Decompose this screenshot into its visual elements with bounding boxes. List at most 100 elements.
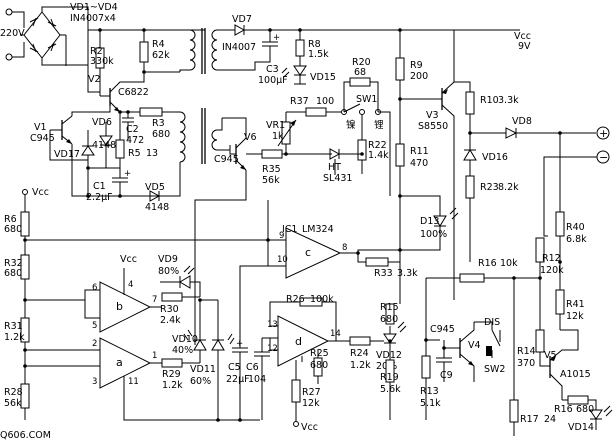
transistor-v2[interactable]: V2 C6822: [88, 72, 149, 113]
resistor-r5[interactable]: R5 13: [88, 112, 158, 169]
capacitor-c3[interactable]: + C3 100μF: [225, 30, 288, 86]
resistor-r20[interactable]: R20 68: [343, 57, 379, 112]
resistor-r12[interactable]: R12 120k: [535, 236, 564, 300]
svg-text:VR1: VR1: [266, 120, 285, 131]
led-d13[interactable]: D13 100%: [400, 195, 459, 251]
opamp-c[interactable]: c 9 10 8 IC1 LM324: [277, 224, 347, 279]
diode-vd5[interactable]: VD5 4148: [145, 182, 169, 213]
svg-text:472: 472: [126, 135, 144, 146]
opamp-b[interactable]: b 6 5 7 4: [92, 280, 157, 333]
resistor-r37[interactable]: R37 100: [286, 96, 342, 117]
capacitor-c5[interactable]: + C5 22μF: [226, 330, 250, 420]
svg-text:VD16: VD16: [482, 152, 508, 163]
resistor-r35[interactable]: R35 56k: [246, 149, 332, 186]
led-vd11[interactable]: VD11 60%: [190, 300, 235, 420]
capacitor-c6[interactable]: C6 104: [246, 338, 270, 420]
diode-vd6[interactable]: VD6 4148: [92, 117, 116, 168]
switch-sw1[interactable]: SW1 镍 锂: [341, 94, 391, 196]
svg-text:1: 1: [152, 351, 157, 361]
svg-text:C3: C3: [266, 64, 279, 75]
resistor-r9[interactable]: R9 200: [395, 57, 428, 82]
svg-text:R9: R9: [410, 60, 423, 71]
resistor-r26[interactable]: R26 100k: [286, 294, 334, 307]
resistor-r19[interactable]: R19 5.6k: [380, 359, 401, 420]
resistor-r40[interactable]: R40 6.8k: [555, 211, 587, 245]
resistor-r16[interactable]: R16 10k: [426, 258, 540, 283]
zener-vd17[interactable]: VD17: [54, 130, 95, 196]
opamp-a[interactable]: a 2 3 1 11: [92, 337, 157, 389]
resistor-r8[interactable]: R8 1.5k: [295, 30, 329, 66]
capacitor-c1[interactable]: + C1 2.2μF: [86, 168, 131, 203]
svg-text:R15: R15: [380, 302, 399, 313]
opamp-d[interactable]: d 13 12 14: [267, 315, 341, 367]
svg-text:HT: HT: [328, 162, 341, 173]
svg-text:100%: 100%: [420, 229, 447, 240]
output-terminal-negative[interactable]: −: [596, 150, 610, 164]
resistor-r6[interactable]: R6 680: [4, 211, 30, 255]
resistor-r29[interactable]: R29 1.2k: [161, 358, 200, 391]
svg-text:a: a: [116, 356, 123, 369]
resistor-r16b[interactable]: R16 680: [554, 395, 597, 415]
svg-text:470: 470: [410, 158, 428, 169]
switch-sw2[interactable]: DIS SW2: [474, 317, 505, 375]
svg-text:R6: R6: [4, 214, 17, 225]
svg-text:R10: R10: [480, 95, 499, 106]
mains-terminal-top[interactable]: [5, 8, 13, 16]
transistor-v4[interactable]: C945 V4: [430, 322, 481, 382]
svg-text:VD11: VD11: [190, 364, 216, 375]
svg-text:C6822: C6822: [118, 87, 149, 98]
output-terminal-positive[interactable]: +: [596, 126, 610, 140]
resistor-r15[interactable]: R15 680: [380, 300, 401, 325]
transistor-v1[interactable]: V1 C945: [30, 115, 73, 145]
resistor-r23[interactable]: R23 8.2k: [465, 175, 519, 262]
resistor-r32[interactable]: R32 680: [4, 254, 30, 318]
vcc-left: Vcc: [22, 187, 49, 198]
svg-text:C6: C6: [246, 362, 259, 373]
svg-text:LM324: LM324: [302, 224, 334, 235]
svg-text:4148: 4148: [92, 140, 116, 151]
led-vd9[interactable]: VD9 80%: [158, 254, 201, 297]
diode-vd8[interactable]: VD8: [470, 116, 596, 139]
resistor-r41[interactable]: R41 12k: [555, 262, 585, 330]
svg-text:11: 11: [128, 377, 139, 387]
svg-text:22μF: 22μF: [226, 374, 250, 385]
resistor-r24[interactable]: R24 1.2k: [349, 336, 384, 371]
resistor-r22[interactable]: R22 1.4k: [357, 115, 389, 174]
resistor-r3[interactable]: R3 680: [128, 107, 180, 140]
zener-vd16[interactable]: VD16: [463, 133, 508, 176]
transistor-v5[interactable]: V5 A1015: [544, 329, 591, 400]
resistor-r28[interactable]: R28 56k: [4, 383, 30, 420]
svg-text:120k: 120k: [540, 265, 564, 276]
svg-text:1.2k: 1.2k: [350, 360, 371, 371]
resistor-r14[interactable]: R14 370: [517, 300, 550, 369]
resistor-r2[interactable]: R2 330k: [90, 30, 114, 96]
potentiometer-vr1[interactable]: VR1 1k: [266, 112, 297, 154]
diode-vd7[interactable]: VD7 IN4007: [222, 14, 300, 53]
led-vd14[interactable]: VD14: [568, 405, 613, 433]
transistor-v6[interactable]: V6 C945: [214, 132, 257, 171]
resistor-r11[interactable]: R11 470: [395, 136, 429, 169]
led-vd10[interactable]: VD10 40%: [172, 300, 207, 363]
resistor-r13[interactable]: R13 5.1k: [420, 278, 441, 420]
resistor-r17[interactable]: R17 24: [509, 278, 556, 436]
led-vd15[interactable]: VD15: [281, 65, 336, 85]
svg-text:13: 13: [146, 148, 158, 159]
svg-text:3.3k: 3.3k: [498, 95, 519, 106]
resistor-r27[interactable]: R27 12k: [291, 360, 321, 421]
svg-text:12k: 12k: [302, 398, 320, 409]
resistor-r25[interactable]: R25 680: [310, 348, 329, 384]
mains-voltage: 220V: [0, 28, 25, 39]
svg-text:60%: 60%: [190, 376, 211, 387]
svg-text:R11: R11: [410, 146, 429, 157]
resistor-r10[interactable]: R10 3.3k: [454, 81, 519, 133]
svg-text:+: +: [273, 33, 280, 43]
svg-text:+: +: [236, 339, 243, 349]
resistor-r30[interactable]: R30 2.4k: [150, 292, 200, 326]
mains-terminal-bottom[interactable]: [5, 53, 13, 61]
svg-text:SW2: SW2: [484, 364, 505, 375]
svg-text:DIS: DIS: [484, 317, 500, 328]
resistor-r4[interactable]: R4 62k: [139, 30, 180, 73]
svg-text:R16: R16: [478, 258, 497, 269]
resistor-r33[interactable]: R33 3.3k: [357, 253, 418, 279]
svg-text:R27: R27: [302, 387, 321, 398]
